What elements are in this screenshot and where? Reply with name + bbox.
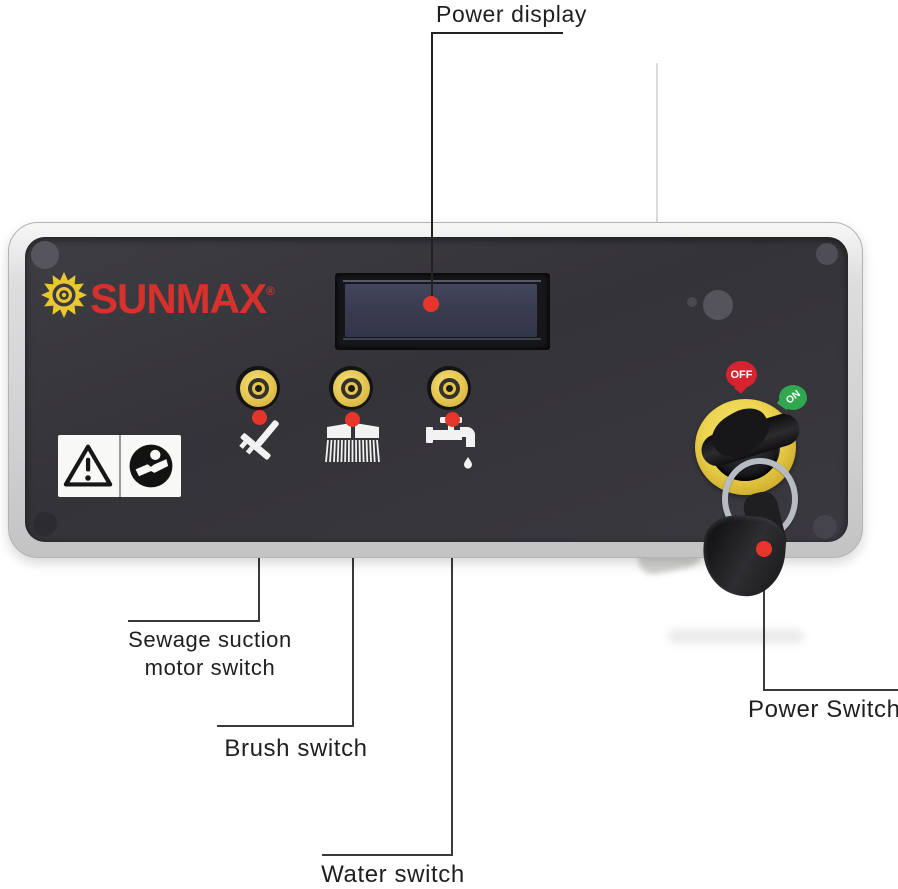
sewage-suction-motor-switch[interactable] <box>236 366 280 410</box>
off-badge: OFF <box>726 361 757 388</box>
water-callout-hline <box>322 854 453 856</box>
corner-screw-top-right <box>816 243 838 265</box>
panel-shadow <box>668 629 804 644</box>
water-switch[interactable] <box>427 366 471 410</box>
brush-switch-label: Brush switch <box>224 735 368 762</box>
panel-dot-large <box>703 290 733 320</box>
brush-callout-vline <box>352 426 354 727</box>
sewage-callout-hline <box>128 620 260 622</box>
registered-trademark: ® <box>266 284 275 298</box>
brush-callout-hline <box>217 725 354 727</box>
power-switch-label: Power Switch <box>748 696 898 723</box>
power-display-marker <box>423 296 439 312</box>
on-badge: ON <box>779 385 807 410</box>
power-display-callout-vline <box>431 32 433 298</box>
switch-bezel <box>430 369 468 407</box>
brand-name: SUNMAX® <box>90 275 275 322</box>
water-switch-label: Water switch <box>321 861 465 888</box>
brush-switch-marker <box>345 412 360 427</box>
water-switch-marker <box>445 412 460 427</box>
read-manual-icon <box>121 435 182 497</box>
lcd-reflection-bottom <box>343 338 541 340</box>
lcd-reflection-top <box>343 280 541 282</box>
power-switch-marker <box>756 541 772 557</box>
power-display <box>335 273 550 350</box>
warning-triangle-icon <box>58 435 119 497</box>
photo-artifact-line <box>656 63 658 222</box>
corner-screw-top-left <box>31 241 59 269</box>
panel-dot-small <box>687 297 697 307</box>
sun-logo-icon <box>40 271 88 324</box>
warning-plate-divider <box>118 435 121 497</box>
lcd-screen <box>345 284 537 337</box>
brush-icon <box>325 422 381 469</box>
power-display-label: Power display <box>436 1 587 27</box>
brush-switch[interactable] <box>329 366 373 410</box>
warning-label-plate <box>58 435 181 497</box>
corner-screw-bottom-right <box>813 515 837 539</box>
power-switch-callout-hline <box>763 689 898 691</box>
water-callout-vline <box>451 426 453 856</box>
power-display-callout-hline <box>432 32 563 34</box>
corner-screw-bottom-left <box>33 512 57 536</box>
sewage-switch-marker <box>252 410 267 425</box>
switch-bezel <box>239 369 277 407</box>
squeegee-icon <box>236 419 284 470</box>
key-fob <box>700 513 788 599</box>
switch-bezel <box>332 369 370 407</box>
power-switch-callout-vline <box>763 560 765 691</box>
